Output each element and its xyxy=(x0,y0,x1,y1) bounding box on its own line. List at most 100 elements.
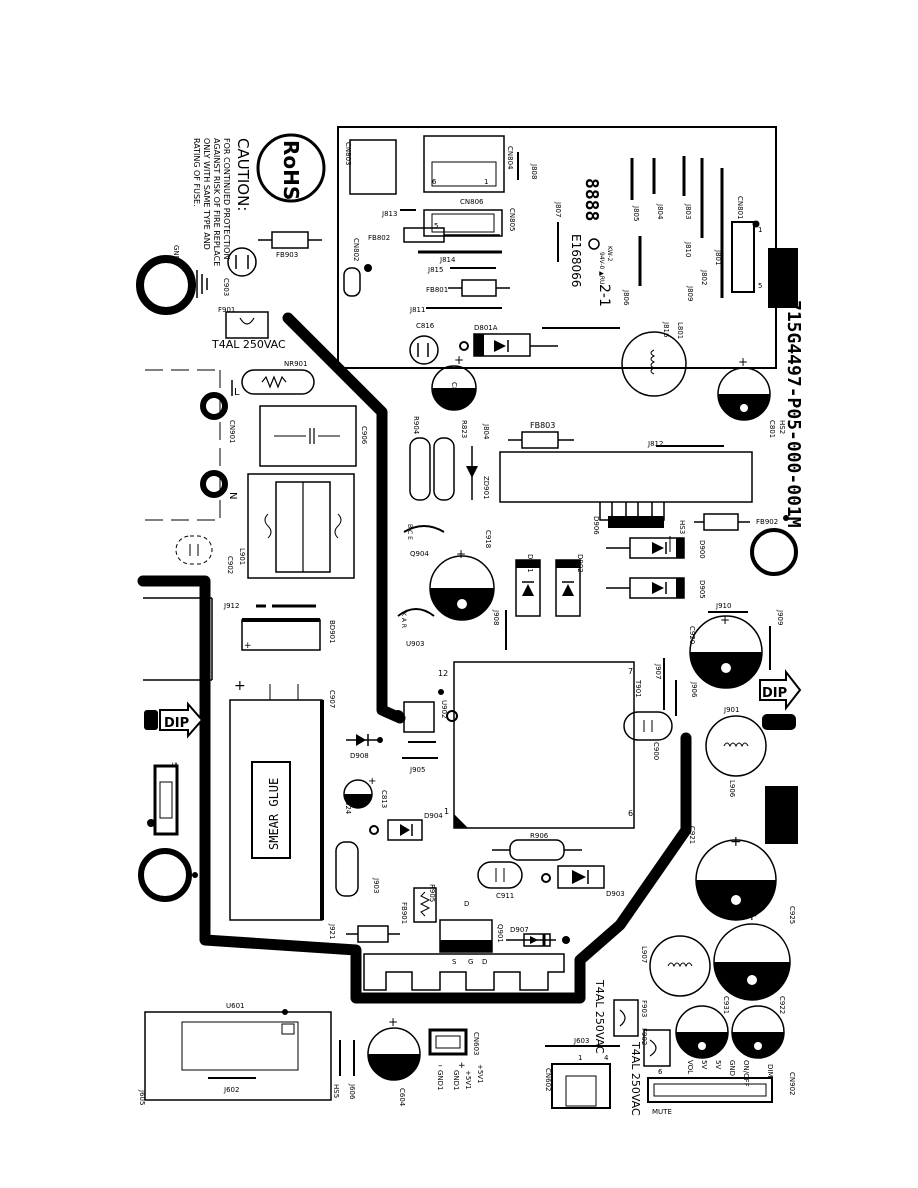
dip-right-text: DIP xyxy=(762,686,787,701)
hs1-heatsink: HS1 xyxy=(354,953,565,991)
cn902-pin6: 6 xyxy=(658,1068,663,1076)
l907-label: L907 xyxy=(640,946,648,963)
ul-note: 94V-0 ▲RU xyxy=(598,252,605,284)
hs2-label: HS2 xyxy=(778,420,786,434)
c813-plus: + xyxy=(368,776,376,787)
c918-capacitor: + C918 xyxy=(429,530,495,621)
j921-label: J921 xyxy=(328,923,336,939)
f902-rating: T4AL 250VAC xyxy=(629,1041,642,1116)
fb903-ferrite: FB903 xyxy=(258,231,322,259)
cn902-label: CN902 xyxy=(788,1072,796,1096)
u902-optocoupler: U902 xyxy=(392,700,458,743)
cn806-pin5: 5 xyxy=(434,222,438,230)
cn801-top-pin1: 1 xyxy=(758,226,762,234)
bd901-label: BD901 xyxy=(328,620,336,644)
c931-label: C931 xyxy=(722,996,730,1014)
board-part-number: 715G4497-P05-000-001M xyxy=(783,300,804,528)
cn603-pin-4: GND1 xyxy=(436,1070,444,1091)
cn902-pin-vol: VOL xyxy=(686,1060,694,1074)
q901-d: D xyxy=(482,958,487,966)
q901-label: Q901 xyxy=(496,924,504,943)
j602-label: J602 xyxy=(223,1086,239,1094)
cn902-pin-dim: DIM xyxy=(766,1064,774,1078)
j809-label: J809 xyxy=(686,285,694,301)
c809-plus: + xyxy=(454,353,464,367)
gnd1-label: GND1 xyxy=(172,245,180,266)
j806-label: J806 xyxy=(622,289,630,306)
nr901-thermistor: NR901 L xyxy=(231,360,315,398)
q901-g: G xyxy=(468,958,473,966)
ul-number: E168066 xyxy=(569,234,583,287)
cn901-label: CN901 xyxy=(228,420,236,444)
board-edge-tab-top xyxy=(768,248,798,308)
fb901-label: FB901 xyxy=(400,902,408,924)
f902-fuse: F902 T4AL 250VAC xyxy=(629,1028,671,1116)
c920-label: C920 xyxy=(688,626,696,644)
fb903-label: FB903 xyxy=(276,251,298,259)
d901-label: D901 xyxy=(526,554,534,573)
caution-title: CAUTION: xyxy=(234,138,252,211)
d900-diode: D900 xyxy=(606,537,706,559)
l801-label: L801 xyxy=(676,322,684,339)
j905-jumper: J905 xyxy=(402,757,438,774)
c900-capacitor: C900 xyxy=(623,711,673,760)
c902-label: C902 xyxy=(226,556,234,574)
l906-label: L906 xyxy=(728,780,736,798)
j605-label: J605 xyxy=(138,1089,146,1105)
cn603-minus: – xyxy=(438,1061,443,1071)
j909-label: J909 xyxy=(776,609,784,625)
cn803-connector: CN803 xyxy=(344,139,397,195)
c903-label: C903 xyxy=(222,278,230,296)
r824-label: R824 xyxy=(344,796,352,815)
l901-choke: L901 xyxy=(238,473,355,579)
j903-part: J903 J921 xyxy=(328,841,380,939)
d908-label: D908 xyxy=(350,752,369,760)
cn902-pin-gnd: GND xyxy=(728,1060,736,1076)
bd901-plus: + xyxy=(244,641,252,651)
nr901-label: NR901 xyxy=(284,360,307,368)
c920-capacitor: + C920 J910 J909 xyxy=(688,602,784,689)
r823-resistor: R823 xyxy=(433,420,468,501)
board-edge-tab-bottom xyxy=(765,786,798,844)
c911-label: C911 xyxy=(496,892,514,900)
ul-prefix: KW-2 xyxy=(606,246,613,262)
ul-marking: 8888 E168066 2-1 KW-2 94V-0 ▲RU xyxy=(569,178,613,307)
cn805-label: CN805 xyxy=(508,208,516,232)
j804-mid-label: J804 xyxy=(482,423,490,440)
j810-label: J810 xyxy=(684,241,692,257)
cn902-pin-onoff: ON/OFF xyxy=(742,1060,750,1087)
j908-jumper: J908 xyxy=(492,609,507,650)
q901-s: S xyxy=(452,958,457,966)
caution-line-2: AGAINST RISK OF FIRE REPLACE xyxy=(212,138,221,266)
c906-capacitor: C906 xyxy=(259,405,368,467)
sub-board-vertical-jumpers: J805 J804 J803 J810 J801 J802 J809 J806 xyxy=(622,156,724,306)
c911-capacitor: C911 xyxy=(477,861,523,900)
rohs-text: RoHS xyxy=(279,140,303,200)
c920-plus: + xyxy=(720,613,730,627)
r906-resistor: R906 xyxy=(492,832,582,861)
q901-mosfet: Q901 S G D xyxy=(439,919,504,966)
zd901-label: ZD901 xyxy=(482,476,490,500)
c931-capacitor: C931 xyxy=(675,996,730,1059)
cn902-pin-5v-b: 5V xyxy=(700,1060,708,1069)
fb801-label: FB801 xyxy=(426,286,448,294)
cn801-left-connector: CN801 xyxy=(143,597,213,681)
c801-plus: + xyxy=(738,355,748,369)
j606-label: J606 xyxy=(348,1083,356,1100)
j808-label: J808 xyxy=(530,163,538,179)
c903-capacitor: C903 xyxy=(222,247,257,296)
cn802-connector: CN802 xyxy=(343,238,372,297)
r904-resistor: R904 xyxy=(409,416,431,501)
t901-label: T901 xyxy=(634,679,642,698)
line-l-label: L xyxy=(234,387,240,398)
j805-label: J805 xyxy=(632,205,640,221)
j903-label: J903 xyxy=(372,877,380,893)
d902-diode: D902 xyxy=(555,554,584,617)
hs3-heatsink: J812 HS3 D906 xyxy=(499,440,753,552)
d900-label: D900 xyxy=(698,540,706,559)
j803-label: J803 xyxy=(684,203,692,219)
j603-label: J603 xyxy=(573,1037,589,1045)
q904-transistor: B C E Q904 xyxy=(403,524,445,558)
l901-label: L901 xyxy=(238,548,246,565)
c604-label: C604 xyxy=(398,1088,406,1107)
